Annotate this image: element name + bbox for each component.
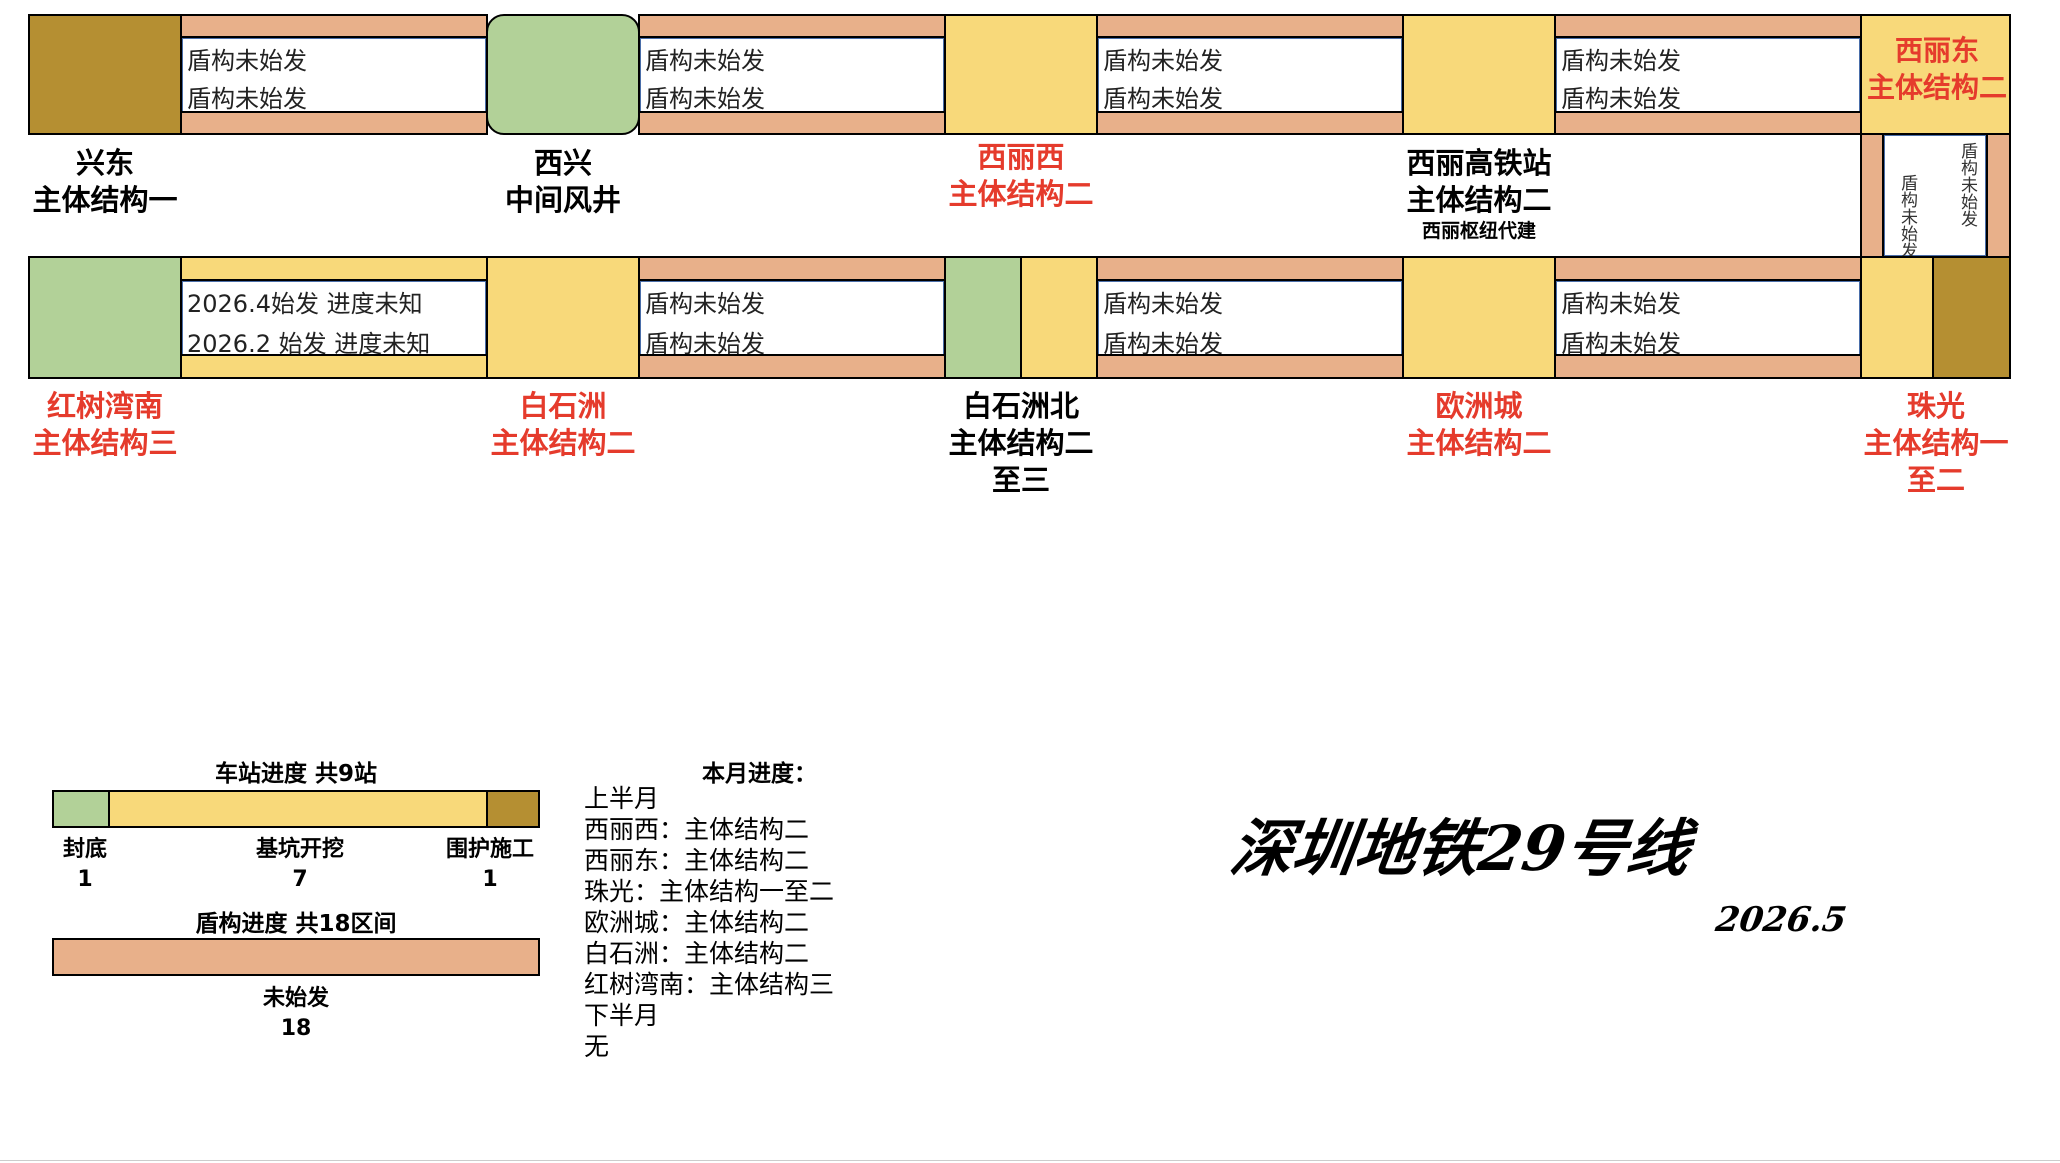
station-box-baishizhou[interactable] [486, 256, 640, 379]
legend-station-bar [52, 790, 540, 828]
station-box-xingdong[interactable] [28, 14, 182, 135]
tunnel-lane-text: 盾构未始发 [187, 85, 307, 113]
legend-bar-sealed [54, 792, 110, 826]
bottom-divider [0, 1160, 2060, 1161]
legend-bar-excavation [109, 792, 489, 826]
monthly-line: 下半月 [584, 1001, 660, 1030]
station-label-baishizhou: 白石洲主体结构二 [490, 389, 636, 460]
station-box-xixing[interactable] [486, 14, 640, 135]
monthly-progress-title: 本月进度： [702, 761, 817, 787]
station-label-baishizhoubei: 白石洲北主体结构二至三 [948, 389, 1094, 497]
tunnel-lane-text: 盾构未始发 [1561, 85, 1681, 113]
tunnel-lane-text: 盾构未始发 [1103, 290, 1223, 318]
monthly-line: 珠光：主体结构一至二 [584, 877, 835, 906]
tunnel-lane-text: 盾构未始发 [187, 47, 307, 75]
legend-shield-title: 盾构进度 共18区间 [195, 911, 397, 937]
station-note: 西丽枢纽代建 [1421, 220, 1536, 242]
monthly-line: 西丽东：主体结构二 [584, 846, 810, 875]
station-label-xiligaotie: 西丽高铁站主体结构二 西丽枢纽代建 [1376, 145, 1582, 243]
legend-shield-bar [52, 938, 540, 976]
tunnel-lane-text: 盾构未始发 [1103, 47, 1223, 75]
tunnel-lane-text: 盾构未始发 [1561, 47, 1681, 75]
monthly-line: 红树湾南：主体结构三 [584, 970, 835, 999]
tunnel-lane-text: 盾构未始发 [645, 290, 765, 318]
tunnel-lane-text: 盾构未始发 [1957, 142, 1977, 227]
tunnel-lane-text: 盾构未始发 [645, 330, 765, 358]
station-label-xilixi: 西丽西主体结构二 [948, 140, 1094, 211]
monthly-line: 白石洲：主体结构二 [584, 939, 810, 968]
station-box-hongshuwannan[interactable] [28, 256, 182, 379]
monthly-line: 无 [584, 1032, 610, 1061]
tunnel-lane-text: 盾构未始发 [1103, 85, 1223, 113]
station-label-ouzhoucheng: 欧洲城主体结构二 [1406, 389, 1552, 460]
station-label-xixing: 西兴中间风井 [504, 146, 621, 217]
monthly-line: 上半月 [584, 784, 660, 813]
legend-station-title: 车站进度 共9站 [214, 761, 377, 787]
station-box-baishizhoubei-sealed-part [946, 258, 1022, 377]
tunnel-lane-text: 盾构未始发 [1103, 330, 1223, 358]
station-box-baishizhoubei[interactable] [944, 256, 1098, 379]
tunnel-lane-text: 盾构未始发 [1897, 174, 1917, 259]
station-label-zhuguang: 珠光主体结构一至二 [1863, 389, 2009, 497]
tunnel-lane-text: 盾构未始发 [1561, 330, 1681, 358]
station-label-xilidong: 西丽东主体结构二 [1866, 34, 2007, 104]
monthly-line: 欧洲城：主体结构二 [584, 908, 810, 937]
page-title: 深圳地铁29号线 [1226, 812, 1695, 885]
station-box-xilidong[interactable] [1860, 14, 2011, 135]
station-box-xilixi[interactable] [944, 14, 1098, 135]
tunnel-lane-text: 2026.4始发 进度未知 [187, 290, 423, 318]
station-box-zhuguang-enclosure-part [1932, 258, 2009, 377]
station-box-zhuguang[interactable] [1860, 256, 2011, 379]
legend-bar-enclosure [488, 792, 538, 826]
tunnel-lane-text: 2026.2 始发 进度未知 [187, 330, 431, 358]
station-label-xingdong: 兴东主体结构一 [32, 146, 178, 217]
monthly-line: 西丽西：主体结构二 [584, 815, 810, 844]
station-box-ouzhoucheng[interactable] [1402, 256, 1556, 379]
station-box-xiligaotie[interactable] [1402, 14, 1556, 135]
station-label-hongshuwannan: 红树湾南主体结构三 [32, 389, 178, 460]
tunnel-lane-text: 盾构未始发 [645, 85, 765, 113]
tunnel-lane-text: 盾构未始发 [1561, 290, 1681, 318]
tunnel-lane-text: 盾构未始发 [645, 47, 765, 75]
page-date: 2026.5 [1713, 900, 1849, 940]
